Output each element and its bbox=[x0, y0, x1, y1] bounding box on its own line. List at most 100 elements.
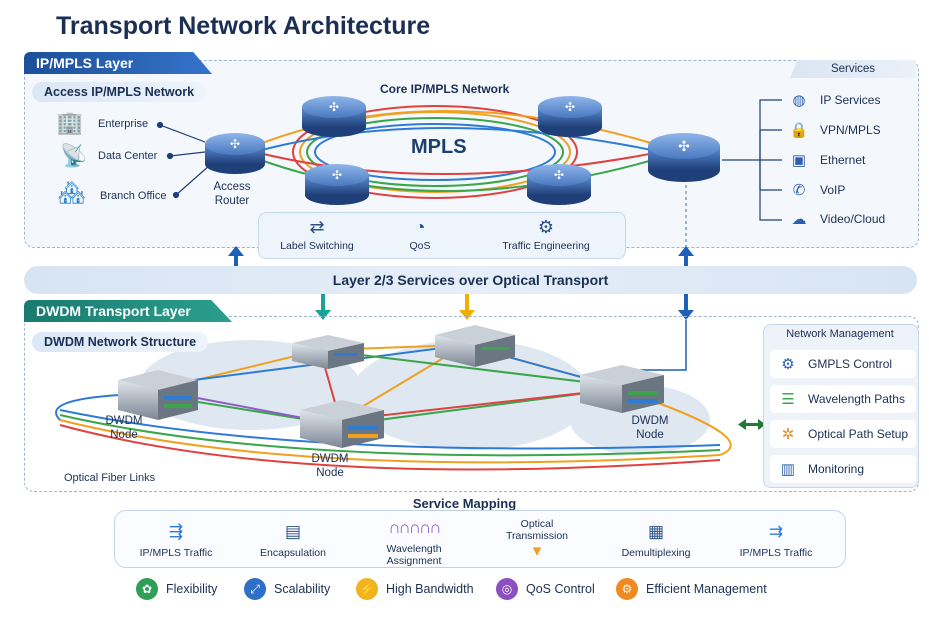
dwdm-node-icon bbox=[435, 325, 515, 367]
dwdm-node-icon bbox=[292, 335, 364, 369]
site-label-branch-office: Branch Office bbox=[100, 190, 167, 202]
traffic-out-icon: ⇉ bbox=[768, 522, 784, 541]
site-label-enterprise: Enterprise bbox=[98, 118, 149, 130]
dwdm-node-label: DWDM Node bbox=[300, 452, 360, 480]
mgmt-label: Monitoring bbox=[808, 462, 865, 476]
arrow-down-icon: ▾ bbox=[532, 541, 542, 560]
dwdm-node-label: DWDM Node bbox=[620, 414, 680, 442]
service-label: Ethernet bbox=[820, 153, 866, 167]
dwdm-nodes bbox=[118, 325, 664, 448]
enterprise-icon: 🏢 bbox=[56, 110, 84, 135]
feature-qos: ◔QoS bbox=[380, 212, 460, 257]
benefit-label: Flexibility bbox=[166, 582, 218, 596]
mgmt-label: Wavelength Paths bbox=[808, 392, 905, 406]
svg-text:✣: ✣ bbox=[554, 168, 564, 182]
network-nodes-icon: ✲ bbox=[781, 426, 795, 443]
feature-label: Traffic Engineering bbox=[502, 240, 590, 252]
mgmt-label: GMPLS Control bbox=[808, 357, 893, 371]
step-label: IP/MPLS Traffic bbox=[139, 547, 213, 559]
demux-icon: ▦ bbox=[647, 522, 665, 541]
site-label-data-center: Data Center bbox=[98, 150, 158, 162]
benefit-label: High Bandwidth bbox=[386, 582, 474, 596]
dwdm-node-icon bbox=[300, 400, 384, 448]
mapping-step-ip-traffic-out: ⇉ IP/MPLS Traffic bbox=[726, 520, 826, 559]
mpls-label: MPLS bbox=[411, 136, 467, 158]
service-mapping-bar bbox=[114, 510, 846, 568]
benefit-high-bandwidth: ⚡ High Bandwidth bbox=[356, 578, 474, 600]
page-title: Transport Network Architecture bbox=[56, 12, 431, 40]
core-network-label: Core IP/MPLS Network bbox=[380, 82, 510, 96]
benefit-label: Scalability bbox=[274, 582, 331, 596]
mpls-feature-bar bbox=[258, 212, 626, 259]
mapping-step-encapsulation: ▤Encapsulation bbox=[248, 520, 338, 559]
step-label: Demultiplexing bbox=[621, 547, 691, 559]
svg-text:✣: ✣ bbox=[332, 168, 342, 182]
management-link-arrow bbox=[738, 419, 766, 430]
node-line: DWDM bbox=[631, 415, 669, 427]
access-router-icon: ✣ bbox=[205, 133, 265, 174]
mgmt-gmpls-control: ⚙GMPLS Control bbox=[770, 350, 916, 378]
packet-icon: ▤ bbox=[284, 522, 302, 541]
service-video-cloud: ☁ Video/Cloud bbox=[788, 208, 886, 230]
services-header: Services bbox=[790, 60, 916, 78]
label-switching-icon: ⇄ bbox=[309, 217, 325, 237]
optical-transport-band: Layer 2/3 Services over Optical Transpor… bbox=[24, 266, 917, 294]
benefit-flexibility: ✿ Flexibility bbox=[136, 578, 217, 600]
node-line: Node bbox=[316, 467, 344, 479]
core-router-icon: ✣ bbox=[527, 164, 591, 205]
network-management-header: Network Management bbox=[786, 328, 894, 340]
up-arrows bbox=[228, 246, 694, 268]
mgmt-monitoring: ▥ Monitoring bbox=[770, 455, 916, 483]
mgmt-wavelength-paths: ☰ Wavelength Paths bbox=[770, 385, 916, 413]
svg-text:✣: ✣ bbox=[230, 137, 240, 151]
node-line: Node bbox=[636, 429, 664, 441]
cloud-icon: ☁ bbox=[791, 211, 807, 228]
layers-icon: ☰ bbox=[781, 391, 795, 408]
globe-icon: ◍ bbox=[792, 92, 806, 109]
service-vpn: 🔒 VPN/MPLS bbox=[788, 119, 881, 141]
benefit-label: Efficient Management bbox=[646, 582, 767, 596]
access-router-label: Access Router bbox=[213, 181, 251, 207]
service-mapping-title: Service Mapping bbox=[412, 496, 517, 511]
service-label: Video/Cloud bbox=[820, 212, 886, 226]
service-ip: ◍ IP Services bbox=[788, 89, 880, 111]
traffic-icon: ⇶ bbox=[168, 522, 184, 541]
step-label: Wavelength Assignment bbox=[386, 543, 442, 567]
access-network-header: Access IP/MPLS Network bbox=[32, 82, 207, 102]
service-label: IP Services bbox=[820, 93, 881, 107]
service-label: VPN/MPLS bbox=[820, 123, 881, 137]
svg-text:✣: ✣ bbox=[565, 100, 575, 114]
ip-routers: ✣ ✣ ✣ ✣ ✣ ✣ bbox=[205, 96, 720, 205]
data-center-icon: 📡 bbox=[60, 143, 88, 168]
mapping-step-demultiplexing: ▦ Demultiplexing bbox=[608, 520, 704, 559]
bandwidth-icon: ⚡ bbox=[356, 578, 378, 600]
mgmt-label: Optical Path Setup bbox=[808, 427, 909, 441]
step-label: Optical Transmission bbox=[505, 518, 569, 542]
feature-traffic-engineering: ⚙ Traffic Engineering bbox=[476, 212, 616, 257]
flexibility-icon: ✿ bbox=[136, 578, 158, 600]
bar-chart-icon: ▥ bbox=[780, 461, 796, 478]
node-line: DWDM bbox=[311, 453, 349, 465]
benefit-qos-control: ◎QoS Control bbox=[496, 578, 595, 600]
core-router-icon: ✣ bbox=[302, 96, 366, 137]
feature-label: QoS bbox=[409, 240, 431, 252]
step-label: IP/MPLS Traffic bbox=[739, 547, 813, 559]
dwdm-layer-tab: DWDM Transport Layer bbox=[24, 300, 232, 322]
site-links bbox=[156, 121, 211, 199]
optical-fiber-links-label: Optical Fiber Links bbox=[64, 472, 156, 484]
benefit-scalability: ⤢Scalability bbox=[244, 578, 330, 600]
mapping-step-wavelength: ∩∩∩∩∩Wavelength Assignment bbox=[366, 516, 462, 567]
mapping-step-optical-transmission: Optical Transmission▾ bbox=[494, 518, 580, 563]
svg-text:✣: ✣ bbox=[678, 138, 690, 154]
svg-text:✣: ✣ bbox=[329, 100, 339, 114]
management-icon: ⚙ bbox=[616, 578, 638, 600]
lock-icon: 🔒 bbox=[789, 122, 809, 139]
down-arrows bbox=[315, 292, 694, 320]
feature-label: Label Switching bbox=[280, 240, 354, 252]
service-label: VoIP bbox=[820, 183, 846, 197]
mgmt-optical-path-setup: ✲ Optical Path Setup bbox=[770, 420, 916, 448]
benefit-label: QoS Control bbox=[526, 582, 595, 596]
ethernet-icon: ▣ bbox=[791, 152, 807, 169]
gear-wrench-icon: ⚙ bbox=[537, 217, 555, 237]
